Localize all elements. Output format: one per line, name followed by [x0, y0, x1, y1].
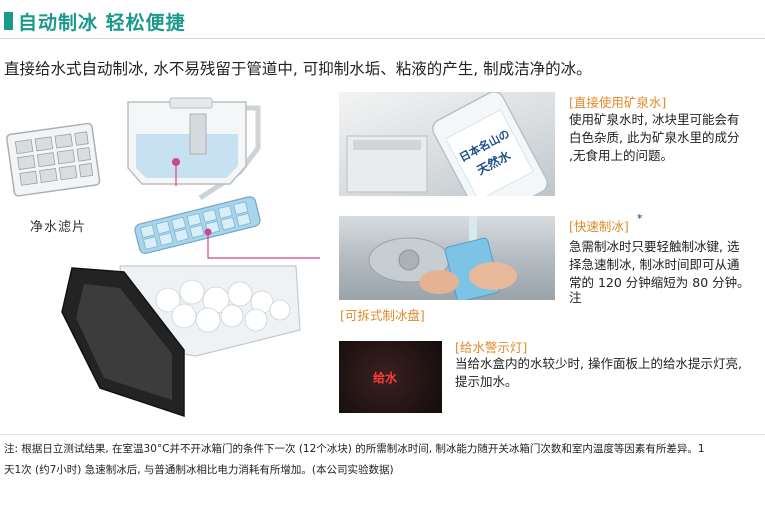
footnote-divider	[0, 434, 765, 435]
water-lamp-indicator: 给水	[373, 371, 398, 385]
quick-description: 急需制冰时只要轻触制冰键, 选 择急速制冰, 制冰时间即可从通 常的 120 分…	[569, 238, 763, 304]
water-lamp-photo: 给水	[339, 341, 442, 413]
ice-tray	[134, 196, 261, 254]
quick-ice-image	[368, 216, 517, 300]
mineral-line: ,无食用上的问题。	[569, 148, 673, 163]
quick-line: 急需制冰时只要轻触制冰键, 选	[569, 239, 740, 254]
ice-drawer	[61, 265, 301, 418]
icemaker-illustration	[6, 97, 320, 418]
header-divider	[0, 38, 765, 39]
footnote-line-1: 注: 根据日立测试结果, 在室温30°C并不开冰箱门的条件下一次 (12个冰块)…	[4, 443, 705, 455]
mineral-line: 使用矿泉水时, 冰块里可能会有	[569, 112, 740, 127]
page-title: 自动制冰 轻松便捷	[18, 12, 186, 34]
tray-callout-line	[207, 232, 320, 259]
quick-tag: [快速制冰]	[569, 219, 629, 234]
water-lamp-line: 当给水盒内的水较少时, 操作面板上的给水提示灯亮,	[455, 356, 742, 371]
mineral-description: 使用矿泉水时, 冰块里可能会有 白色杂质, 此为矿泉水里的成分 ,无食用上的问题…	[569, 111, 761, 165]
intro-text: 直接给水式自动制冰, 水不易残留于管道中, 可抑制水垢、粘液的产生, 制成洁净的…	[4, 60, 592, 78]
tray-tag: [可拆式制冰盘]	[340, 308, 425, 323]
header-bullet	[4, 12, 13, 30]
quick-footnote-mark: *	[637, 212, 643, 225]
water-tank	[127, 97, 247, 185]
mineral-water-photo: 日本名山の 天然水	[339, 92, 555, 196]
water-filter	[6, 122, 101, 197]
quick-ice-photo	[339, 216, 555, 300]
mineral-water-image: 日本名山の 天然水	[346, 92, 548, 196]
mineral-tag: [直接使用矿泉水]	[569, 95, 667, 110]
quick-line: 择急速制冰, 制冰时间即可从通	[569, 257, 740, 272]
water-lamp-description: 当给水盒内的水较少时, 操作面板上的给水提示灯亮, 提示加水。	[455, 355, 761, 391]
quick-line: 常的 120 分钟缩短为 80 分钟。	[569, 275, 750, 290]
water-lamp-line: 提示加水。	[455, 374, 518, 389]
mineral-line: 白色杂质, 此为矿泉水里的成分	[569, 130, 740, 145]
filter-label: 净水滤片	[30, 220, 87, 235]
water-lamp-tag: [给水警示灯]	[455, 340, 528, 355]
quick-line: 注	[569, 290, 582, 305]
footnote-line-2: 天1次 (约7小时) 急速制冰后, 与普通制冰相比电力消耗有所增加。(本公司实验…	[4, 464, 394, 476]
